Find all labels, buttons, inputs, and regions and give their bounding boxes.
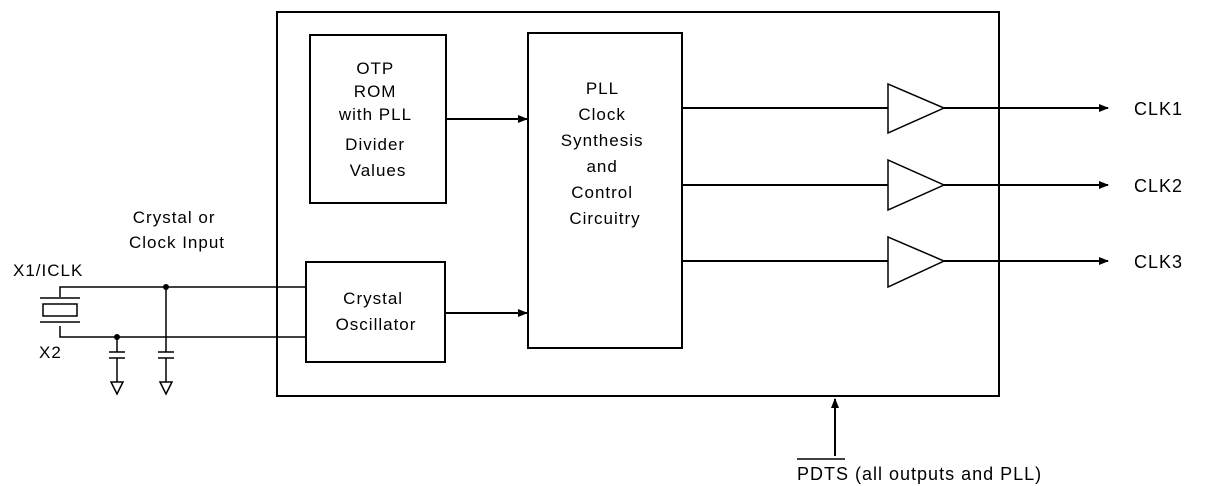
x1-label: X1/ICLK — [13, 261, 83, 280]
buffer-icon — [887, 235, 946, 289]
crystal-note: Crystal or Clock Input — [129, 208, 225, 252]
x2-label: X2 — [39, 343, 62, 362]
clk2-label: CLK2 — [1134, 176, 1183, 196]
clk1-path — [682, 82, 1109, 135]
otp-rom-label: OTP ROM with PLL Divider Values — [338, 59, 417, 180]
buffer-icon — [887, 82, 946, 135]
junction-dot — [114, 334, 120, 340]
pll-block — [527, 32, 683, 349]
chip-outline — [276, 11, 1000, 397]
junction-dot — [163, 284, 169, 290]
pdts-label: PDTS (all outputs and PLL) — [797, 464, 1042, 484]
crystal-circuit — [40, 286, 306, 396]
clk2-path — [682, 158, 1109, 212]
pll-label: PLL Clock Synthesis and Control Circuitr… — [561, 79, 649, 228]
oscillator-block — [305, 261, 446, 363]
buffer-icon — [887, 158, 946, 212]
clk3-path — [682, 235, 1109, 289]
oscillator-label: Crystal Oscillator — [336, 289, 417, 334]
clk1-label: CLK1 — [1134, 99, 1183, 119]
clk3-label: CLK3 — [1134, 252, 1183, 272]
